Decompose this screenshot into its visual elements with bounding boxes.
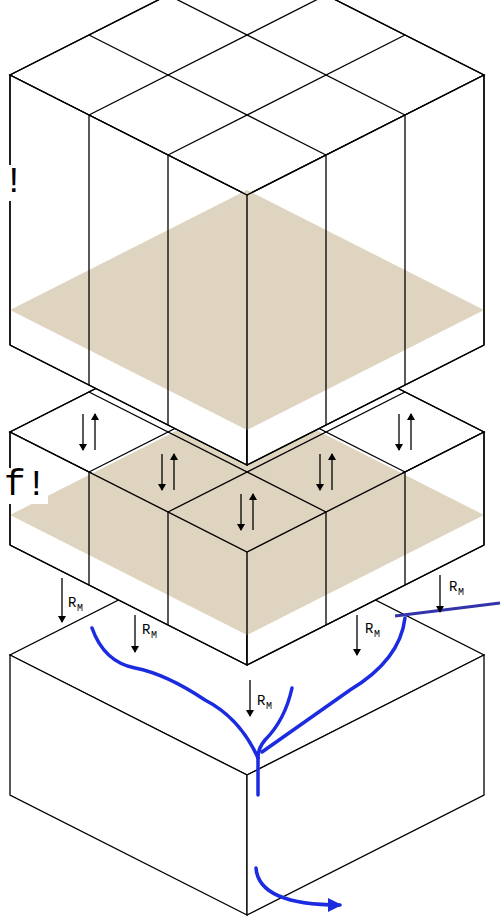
down-arrow [240, 494, 241, 530]
outflow-arrow [256, 868, 340, 905]
down-arrow [61, 578, 62, 622]
grid-line [404, 115, 405, 385]
grid-line [89, 0, 326, 115]
grid-line [246, 195, 247, 465]
grid-line [167, 512, 168, 625]
top-block [10, 0, 484, 465]
bottom-slab [10, 535, 484, 915]
down-arrow [249, 680, 250, 716]
symbol-subscript: M [76, 604, 84, 614]
down-arrow [439, 575, 440, 612]
river-trunk [256, 758, 260, 795]
grid-line [167, 155, 168, 425]
up-arrow [94, 414, 95, 450]
symbol-subscript: M [457, 588, 465, 598]
grid-line [10, 545, 484, 665]
grid-line [404, 472, 405, 585]
grid-line [88, 115, 89, 385]
grid-line [483, 75, 484, 345]
slab-right-face [247, 655, 484, 915]
grid-line [10, 345, 484, 465]
symbol-subscript: M [150, 631, 158, 641]
down-arrow [134, 615, 135, 652]
grid-line [89, 35, 326, 155]
grid-line [9, 75, 10, 345]
down-arrow [356, 615, 357, 655]
grid-line [325, 155, 326, 425]
up-arrow [173, 454, 174, 490]
up-arrow [331, 454, 332, 490]
grid-line [246, 552, 247, 665]
slab-left-face [10, 655, 247, 915]
symbol-subscript: M [373, 630, 381, 640]
grid-line [325, 512, 326, 625]
grid-line [88, 472, 89, 585]
top-grid [10, 0, 484, 465]
grid-line [168, 35, 405, 155]
symbol-subscript: M [265, 702, 273, 712]
river-extension [395, 603, 500, 616]
grid-line [483, 432, 484, 545]
down-arrow [319, 454, 320, 490]
mark-text: ! [2, 165, 26, 201]
mark-text: f! [3, 468, 48, 504]
down-arrow [398, 414, 399, 450]
down-arrow [82, 414, 83, 450]
down-arrow [161, 454, 162, 490]
block-outline [10, 0, 484, 195]
up-arrow [252, 494, 253, 530]
up-arrow [410, 414, 411, 450]
